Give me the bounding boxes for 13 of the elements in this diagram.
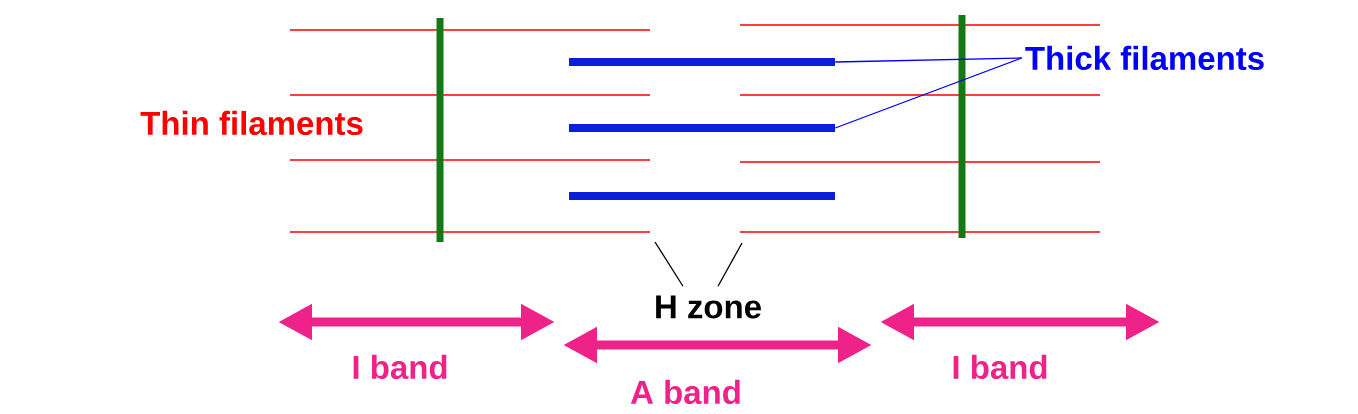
callout-label: H zone [656,295,761,319]
thick-filament [569,192,835,200]
band-label: A band [630,379,740,405]
leader-line [834,57,1023,129]
leader-line [654,241,684,287]
thick-filament [569,124,835,132]
band-label: I band [353,354,447,380]
callout-label: Thick filaments [1025,45,1264,71]
thick-filament [569,58,835,66]
leader-line [717,242,743,287]
filament-label: Thin filaments [140,110,363,136]
band-label: I band [953,354,1047,380]
leader-line [834,57,1023,63]
